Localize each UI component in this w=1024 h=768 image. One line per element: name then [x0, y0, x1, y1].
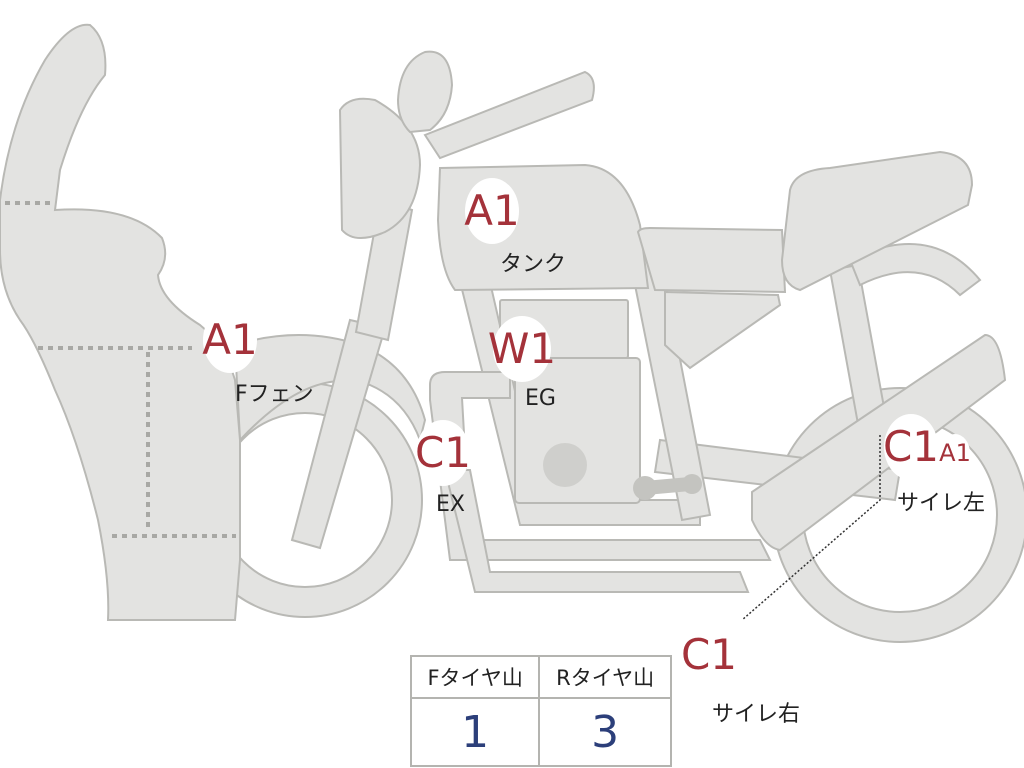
muffler-leader-line [741, 435, 881, 621]
muffler-right-caption: サイレ右 [712, 702, 801, 727]
front-tire-header: Fタイヤ山 [409, 655, 541, 699]
rear-tire-value: 3 [538, 697, 672, 767]
tire-tread-table: Fタイヤ山 Rタイヤ山 1 3 [409, 655, 672, 767]
muffler-left-caption: サイレ左 [897, 491, 986, 516]
exhaust-code-badge: C1 [415, 420, 471, 486]
headlight-cowl [338, 97, 422, 239]
exhaust-caption: EX [436, 492, 465, 517]
muffler-left-code2-badge: A1 [939, 434, 971, 472]
front-tire-value: 1 [409, 697, 541, 767]
seat-front [636, 226, 787, 294]
front-fender-code-badge: A1 [202, 307, 258, 373]
tank-caption: タンク [500, 252, 567, 277]
frame-top [423, 70, 595, 160]
mirror [396, 50, 454, 134]
tank-code-badge: A1 [464, 178, 520, 244]
engine-caption: EG [525, 386, 556, 411]
muffler-right-code-badge: C1 [681, 622, 737, 688]
fairing [0, 23, 241, 621]
rear-cowl [780, 150, 974, 292]
side-cover [664, 290, 782, 370]
muffler-left-code-badge: C1 [883, 414, 939, 480]
exhaust-pipe-2 [443, 469, 750, 593]
front-fender-caption: Fフェン [235, 382, 314, 407]
rear-fender [848, 243, 982, 297]
engine-code-badge: W1 [488, 316, 556, 382]
rear-tire-header: Rタイヤ山 [538, 655, 672, 699]
engine-cover [543, 443, 587, 487]
